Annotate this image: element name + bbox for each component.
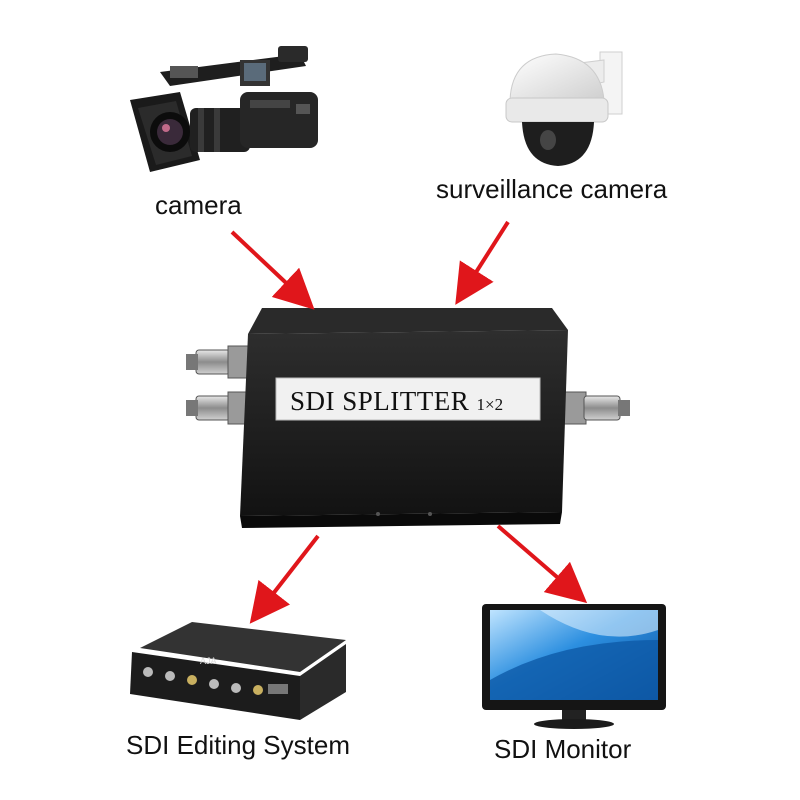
arrow-splitter-to-monitor bbox=[496, 524, 588, 604]
bnc-connector-icon bbox=[186, 391, 251, 425]
device-plate-label: SDI SPLITTER 1×2 bbox=[290, 386, 503, 417]
arrow-camera-to-splitter bbox=[230, 230, 315, 310]
sdi-splitter-device bbox=[186, 308, 630, 528]
monitor-label: SDI Monitor bbox=[494, 734, 632, 764]
camcorder-icon bbox=[130, 46, 318, 172]
arrow-splitter-to-editing bbox=[249, 534, 320, 624]
editing-system-icon: AJA bbox=[130, 622, 346, 720]
surveillance-camera-label: surveillance camera bbox=[436, 174, 668, 204]
editing-system-label: SDI Editing System bbox=[126, 730, 350, 760]
bnc-connector-icon bbox=[186, 345, 251, 379]
arrow-surveillance-to-splitter bbox=[455, 220, 510, 305]
camera-label: camera bbox=[155, 190, 242, 220]
device-ratio: 1×2 bbox=[476, 395, 504, 414]
device-name: SDI SPLITTER bbox=[290, 386, 470, 416]
editing-box-brand: AJA bbox=[200, 656, 217, 666]
dome-camera-icon bbox=[505, 51, 623, 166]
bnc-connector-icon bbox=[559, 391, 630, 425]
monitor-icon bbox=[482, 604, 666, 729]
